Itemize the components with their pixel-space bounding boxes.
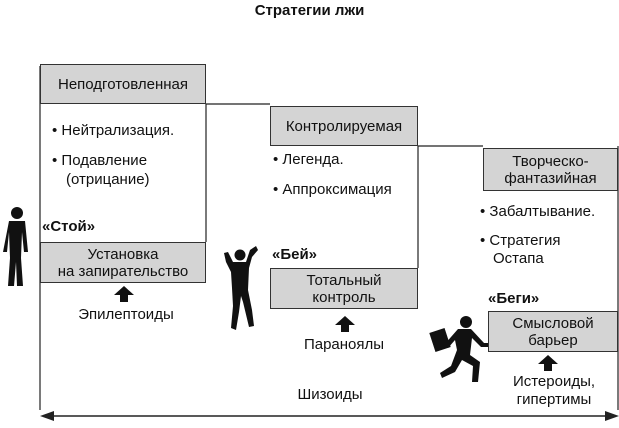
strategy-item: • Нейтрализация. [52, 122, 175, 139]
strategy-header-unprepared: Неподготовленная [40, 64, 206, 104]
signal-label-hit: «Бей» [272, 246, 318, 263]
signal-label-run: «Беги» [488, 290, 540, 307]
action-box-denial: Установка на запирательство [40, 242, 206, 283]
header-line: Творческо- [512, 152, 589, 170]
action-line: на запирательство [57, 262, 189, 280]
double-arrow-icon [40, 411, 619, 421]
personality-type-epileptoid: Эпилептоиды [78, 306, 174, 323]
strategy-item: • Забалтывание. [480, 203, 596, 220]
standing-figure-icon [3, 207, 28, 286]
strategy-header-creative: Творческо- фантазийная [483, 148, 618, 191]
strategy-item: (отрицание) [66, 171, 150, 188]
strategy-item: • Подавление [52, 152, 148, 169]
strategy-item: Остапа [493, 250, 544, 267]
header-line: фантазийная [504, 169, 597, 187]
action-line: барьер [528, 331, 578, 349]
action-box-total-control: Тотальный контроль [270, 268, 418, 309]
personality-type-hysteroid: Истероиды, гипертимы [494, 373, 614, 409]
type-line: гипертимы [516, 391, 592, 408]
running-figure-icon [429, 316, 490, 382]
action-box-semantic-barrier: Смысловой барьер [488, 311, 618, 352]
strategy-item: • Аппроксимация [273, 181, 392, 198]
up-arrow-icon [335, 316, 355, 332]
action-line: Тотальный [306, 271, 382, 289]
axis-label-schizoid: Шизоиды [297, 386, 363, 403]
up-arrow-icon [114, 286, 134, 302]
type-line: Истероиды, [512, 373, 596, 390]
action-line: Смысловой [512, 314, 594, 332]
up-arrow-icon [538, 355, 558, 371]
page-title: Стратегии лжи [254, 2, 365, 19]
strategy-item: • Легенда. [273, 151, 344, 168]
action-line: Установка [87, 245, 159, 263]
fighting-figure-icon [224, 246, 258, 330]
strategy-header-controlled: Контролируемая [270, 106, 418, 146]
strategy-item: • Стратегия [480, 232, 561, 249]
action-line: контроль [312, 288, 376, 306]
signal-label-stop: «Стой» [42, 218, 96, 235]
personality-type-paranoid: Параноялы [303, 336, 385, 353]
